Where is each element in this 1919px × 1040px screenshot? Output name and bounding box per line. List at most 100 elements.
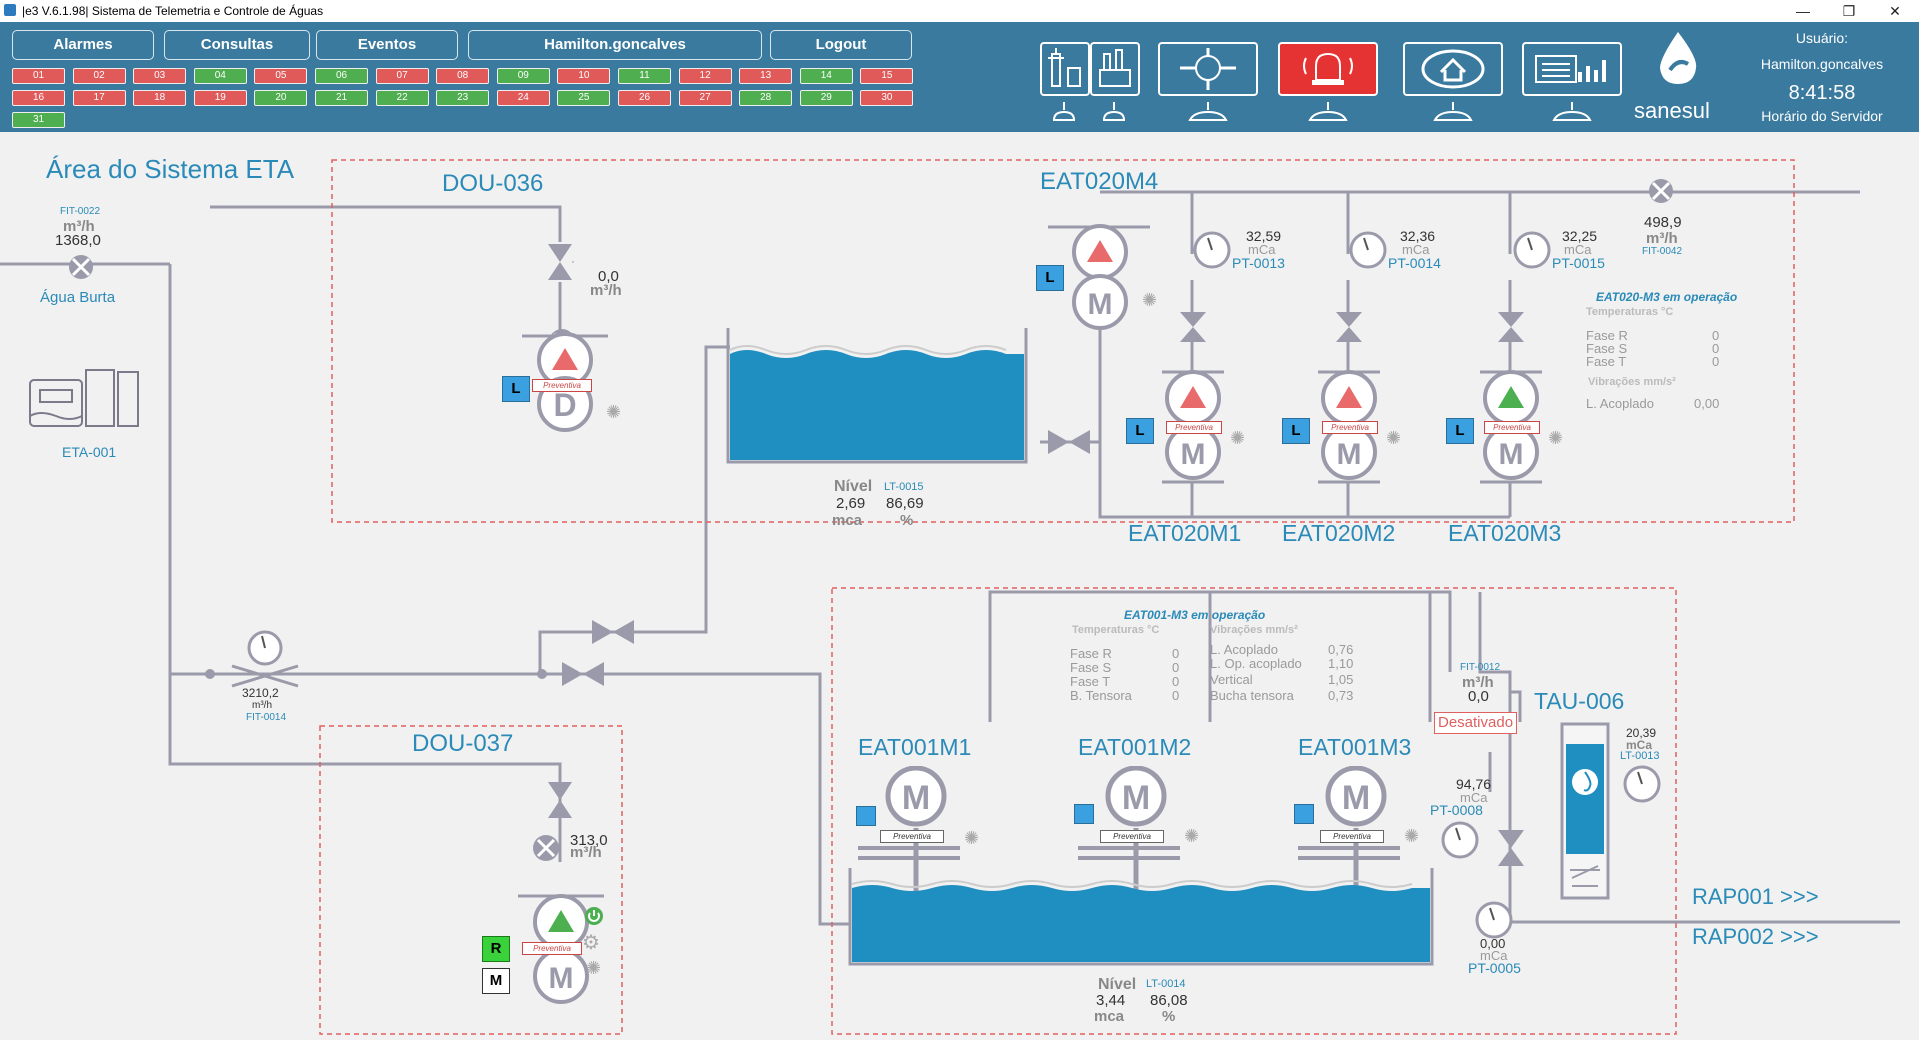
pt0014-gauge-icon[interactable] xyxy=(1348,230,1388,270)
pt0008-unit: mCa xyxy=(1460,790,1488,805)
tank1-value-mca: 2,69 xyxy=(836,495,866,512)
fit0014-unit: m³/h xyxy=(252,700,272,711)
eat001m3-label: EAT001M3 xyxy=(1298,734,1412,760)
pt0013-gauge-icon[interactable] xyxy=(1192,230,1232,270)
fit0042-value: 498,9 xyxy=(1644,214,1682,231)
maximize-button[interactable]: ❐ xyxy=(1842,3,1856,19)
day-button-20[interactable]: 20 xyxy=(254,90,308,106)
day-button-12[interactable]: 12 xyxy=(678,68,732,84)
eat020m2-pump-icon[interactable]: M xyxy=(1316,368,1382,488)
junction-dot xyxy=(537,669,547,679)
eat001m3-mode-indicator[interactable] xyxy=(1294,804,1314,824)
svg-text:D: D xyxy=(553,387,576,423)
day-button-13[interactable]: 13 xyxy=(739,68,793,84)
day-button-05[interactable]: 05 xyxy=(254,68,308,84)
eat020m3-pump-icon[interactable]: M xyxy=(1478,368,1544,488)
fit0014-meter-icon[interactable] xyxy=(212,630,312,690)
well-icon[interactable] xyxy=(1040,42,1090,96)
flow-meter-icon[interactable] xyxy=(66,252,96,282)
tank1-valve-icon[interactable] xyxy=(1046,428,1092,456)
dou036-local-button[interactable]: L xyxy=(502,376,530,402)
valve-icon[interactable] xyxy=(590,618,636,646)
day-button-18[interactable]: 18 xyxy=(133,90,187,106)
dou037-flow-meter-icon[interactable] xyxy=(530,832,562,864)
gear-icon[interactable]: ⚙ xyxy=(582,932,600,954)
day-button-21[interactable]: 21 xyxy=(315,90,368,106)
user-name: Hamilton.goncalves xyxy=(1760,56,1884,72)
eat020m1-local-button[interactable]: L xyxy=(1126,418,1154,444)
pt0015-gauge-icon[interactable] xyxy=(1512,230,1552,270)
alarm-bell-icon[interactable] xyxy=(1278,42,1378,96)
day-button-10[interactable]: 10 xyxy=(557,68,611,84)
day-button-29[interactable]: 29 xyxy=(799,90,853,106)
day-button-07[interactable]: 07 xyxy=(375,68,429,84)
day-button-04[interactable]: 04 xyxy=(193,68,247,84)
valve-icon[interactable] xyxy=(1178,310,1208,344)
rap002-link[interactable]: RAP002 >>> xyxy=(1692,924,1819,949)
eventos-button[interactable]: Eventos xyxy=(316,30,458,60)
day-button-22[interactable]: 22 xyxy=(375,90,429,106)
day-button-11[interactable]: 11 xyxy=(618,68,671,84)
valve-icon[interactable] xyxy=(546,242,574,282)
user-button[interactable]: Hamilton.goncalves xyxy=(468,30,762,60)
eat020m4-pump-icon[interactable]: M xyxy=(1070,222,1130,332)
day-button-26[interactable]: 26 xyxy=(618,90,671,106)
eat020m3-local-button[interactable]: L xyxy=(1446,418,1474,444)
eat001m3-preventiva-tag: Preventiva xyxy=(1320,830,1384,843)
valve-icon[interactable] xyxy=(560,660,606,688)
day-button-17[interactable]: 17 xyxy=(72,90,126,106)
close-button[interactable]: ✕ xyxy=(1889,3,1901,19)
server-time-label: Horário do Servidor xyxy=(1761,108,1883,124)
day-button-31[interactable]: 31 xyxy=(12,112,65,128)
day-button-01[interactable]: 01 xyxy=(12,68,65,84)
alarmes-button[interactable]: Alarmes xyxy=(12,30,154,60)
day-button-16[interactable]: 16 xyxy=(12,90,65,106)
day-button-06[interactable]: 06 xyxy=(315,68,368,84)
eat001-status-title: EAT001-M3 em operação xyxy=(1124,608,1266,622)
home-icon[interactable] xyxy=(1403,42,1503,96)
pt0013-tag: PT-0013 xyxy=(1232,255,1285,271)
scada-canvas: Área do Sistema ETA FIT-0022 m³/h 1368,0… xyxy=(0,132,1919,1040)
day-button-02[interactable]: 02 xyxy=(72,68,126,84)
day-button-08[interactable]: 08 xyxy=(436,68,490,84)
day-button-30[interactable]: 30 xyxy=(860,90,914,106)
day-button-23[interactable]: 23 xyxy=(436,90,490,106)
rap001-link[interactable]: RAP001 >>> xyxy=(1692,884,1819,909)
eat001m2-mode-indicator[interactable] xyxy=(1074,804,1094,824)
day-button-15[interactable]: 15 xyxy=(860,68,914,84)
dou037-remote-button[interactable]: R xyxy=(482,936,510,962)
svg-text:M: M xyxy=(1181,438,1206,471)
valve-icon[interactable] xyxy=(546,780,574,820)
dou037-manual-button[interactable]: M xyxy=(482,968,510,994)
eat020m2-local-button[interactable]: L xyxy=(1282,418,1310,444)
valve-icon[interactable] xyxy=(1496,828,1526,868)
day-button-28[interactable]: 28 xyxy=(739,90,793,106)
fit0042-flow-meter-icon[interactable] xyxy=(1646,176,1676,206)
pt0005-unit: mCa xyxy=(1480,948,1508,963)
window-titlebar: |e3 V.6.1.98| Sistema de Telemetria e Co… xyxy=(0,0,1919,23)
pt0008-gauge-icon[interactable] xyxy=(1440,820,1480,860)
eat001m1-mode-indicator[interactable] xyxy=(856,806,876,826)
dou036-title: DOU-036 xyxy=(442,170,544,197)
day-button-14[interactable]: 14 xyxy=(799,68,853,84)
eta-station-icon[interactable] xyxy=(26,360,144,440)
day-button-19[interactable]: 19 xyxy=(193,90,247,106)
day-button-25[interactable]: 25 xyxy=(557,90,611,106)
day-button-09[interactable]: 09 xyxy=(496,68,550,84)
day-button-24[interactable]: 24 xyxy=(496,90,550,106)
consultas-button[interactable]: Consultas xyxy=(164,30,310,60)
maintenance-icon[interactable] xyxy=(1158,42,1258,96)
plant-icon[interactable] xyxy=(1090,42,1140,96)
lt0013-gauge-icon[interactable] xyxy=(1622,764,1662,804)
day-button-03[interactable]: 03 xyxy=(133,68,187,84)
reports-chart-icon[interactable] xyxy=(1522,42,1622,96)
power-on-icon[interactable] xyxy=(584,906,604,926)
tau006-tower-icon[interactable] xyxy=(1560,722,1610,900)
valve-icon[interactable] xyxy=(1496,310,1526,344)
logout-button[interactable]: Logout xyxy=(770,30,912,60)
eat020m4-local-button[interactable]: L xyxy=(1036,265,1064,291)
pt0005-gauge-icon[interactable] xyxy=(1474,900,1514,940)
valve-icon[interactable] xyxy=(1334,310,1364,344)
day-button-27[interactable]: 27 xyxy=(678,90,732,106)
minimize-button[interactable]: — xyxy=(1796,3,1810,19)
